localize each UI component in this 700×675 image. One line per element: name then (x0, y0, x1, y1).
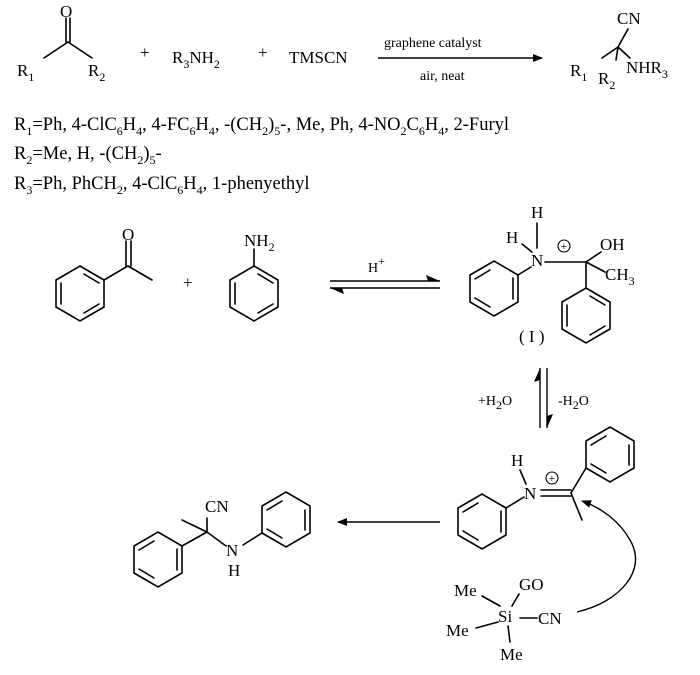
equilibrium-arrow-horizontal: H+ (330, 254, 440, 294)
water-add-label: +H2O (478, 394, 512, 412)
reagent-si: Si (498, 607, 512, 626)
int1-charge-circle (557, 239, 571, 253)
iminium-ion: H N + (457, 426, 635, 550)
tmscn-go-reagent: GO Me Si CN Me Me (446, 575, 562, 664)
reagent-cn: CN (538, 609, 562, 628)
final-aminonitrile: CN N H (133, 491, 311, 588)
legend-r1: R1=Ph, 4-ClC6H4, 4-FC6H4, -(CH2)5-, Me, … (14, 115, 509, 138)
reagent-go: GO (519, 575, 544, 594)
int1-h-top: H (531, 203, 543, 222)
int1-nitrogen: N (531, 251, 543, 270)
legend-r3: R3=Ph, PhCH2, 4-ClC6H4, 1-phenyethyl (14, 174, 310, 197)
ketone-r1: R1 (17, 61, 34, 84)
intermediate-hemiaminal: H H N + OH CH3 ( I ) (469, 203, 635, 346)
acetophenone: O (55, 225, 153, 322)
plus-sign-1: + (140, 43, 150, 62)
final-n: N (226, 541, 238, 560)
legend-r2: R2=Me, H, -(CH2)5- (14, 144, 162, 167)
acetophenone-oxygen: O (122, 225, 134, 244)
iminium-h: H (511, 451, 523, 470)
ketone-reactant: O R1 R2 (17, 2, 105, 84)
int1-label: ( I ) (519, 327, 544, 346)
nucleophilic-attack-arrow (576, 500, 637, 613)
aniline-nh2: NH2 (244, 231, 275, 254)
equilibrium-arrow-vertical: +H2O -H2O (478, 368, 589, 428)
iminium-nitrogen: N (524, 484, 536, 503)
final-h: H (228, 561, 240, 580)
product-r1: R1 (570, 61, 587, 84)
product-cn: CN (617, 9, 641, 28)
int1-oh: OH (600, 235, 625, 254)
product-r2: R2 (598, 69, 615, 92)
aniline: NH2 (229, 231, 279, 322)
reagent-me-bottom: Me (500, 645, 523, 664)
reagent-me-left: Me (446, 621, 469, 640)
iminium-charge: + (549, 471, 556, 485)
product-nhr3: NHR3 (626, 58, 668, 81)
plus-sign-2: + (258, 43, 268, 62)
plus-sign-3: + (183, 273, 193, 292)
acid-catalyst-label: H+ (368, 254, 385, 276)
int1-charge: + (561, 239, 568, 253)
aminonitrile-product: CN R1 R2 NHR3 (570, 9, 668, 92)
ketone-oxygen: O (60, 2, 72, 21)
int1-ch3: CH3 (605, 265, 635, 288)
condition-air-neat: air, neat (420, 69, 465, 84)
reagent-me-top: Me (454, 581, 477, 600)
tmscn-reactant: TMSCN (289, 48, 348, 67)
iminium-charge-circle (545, 471, 559, 485)
condition-catalyst: graphene catalyst (384, 36, 482, 51)
int1-h-left: H (506, 228, 518, 247)
water-remove-label: -H2O (558, 394, 589, 412)
ketone-r2: R2 (88, 61, 105, 84)
amine-reactant: R3NH2 (172, 48, 220, 71)
final-cn: CN (205, 497, 229, 516)
